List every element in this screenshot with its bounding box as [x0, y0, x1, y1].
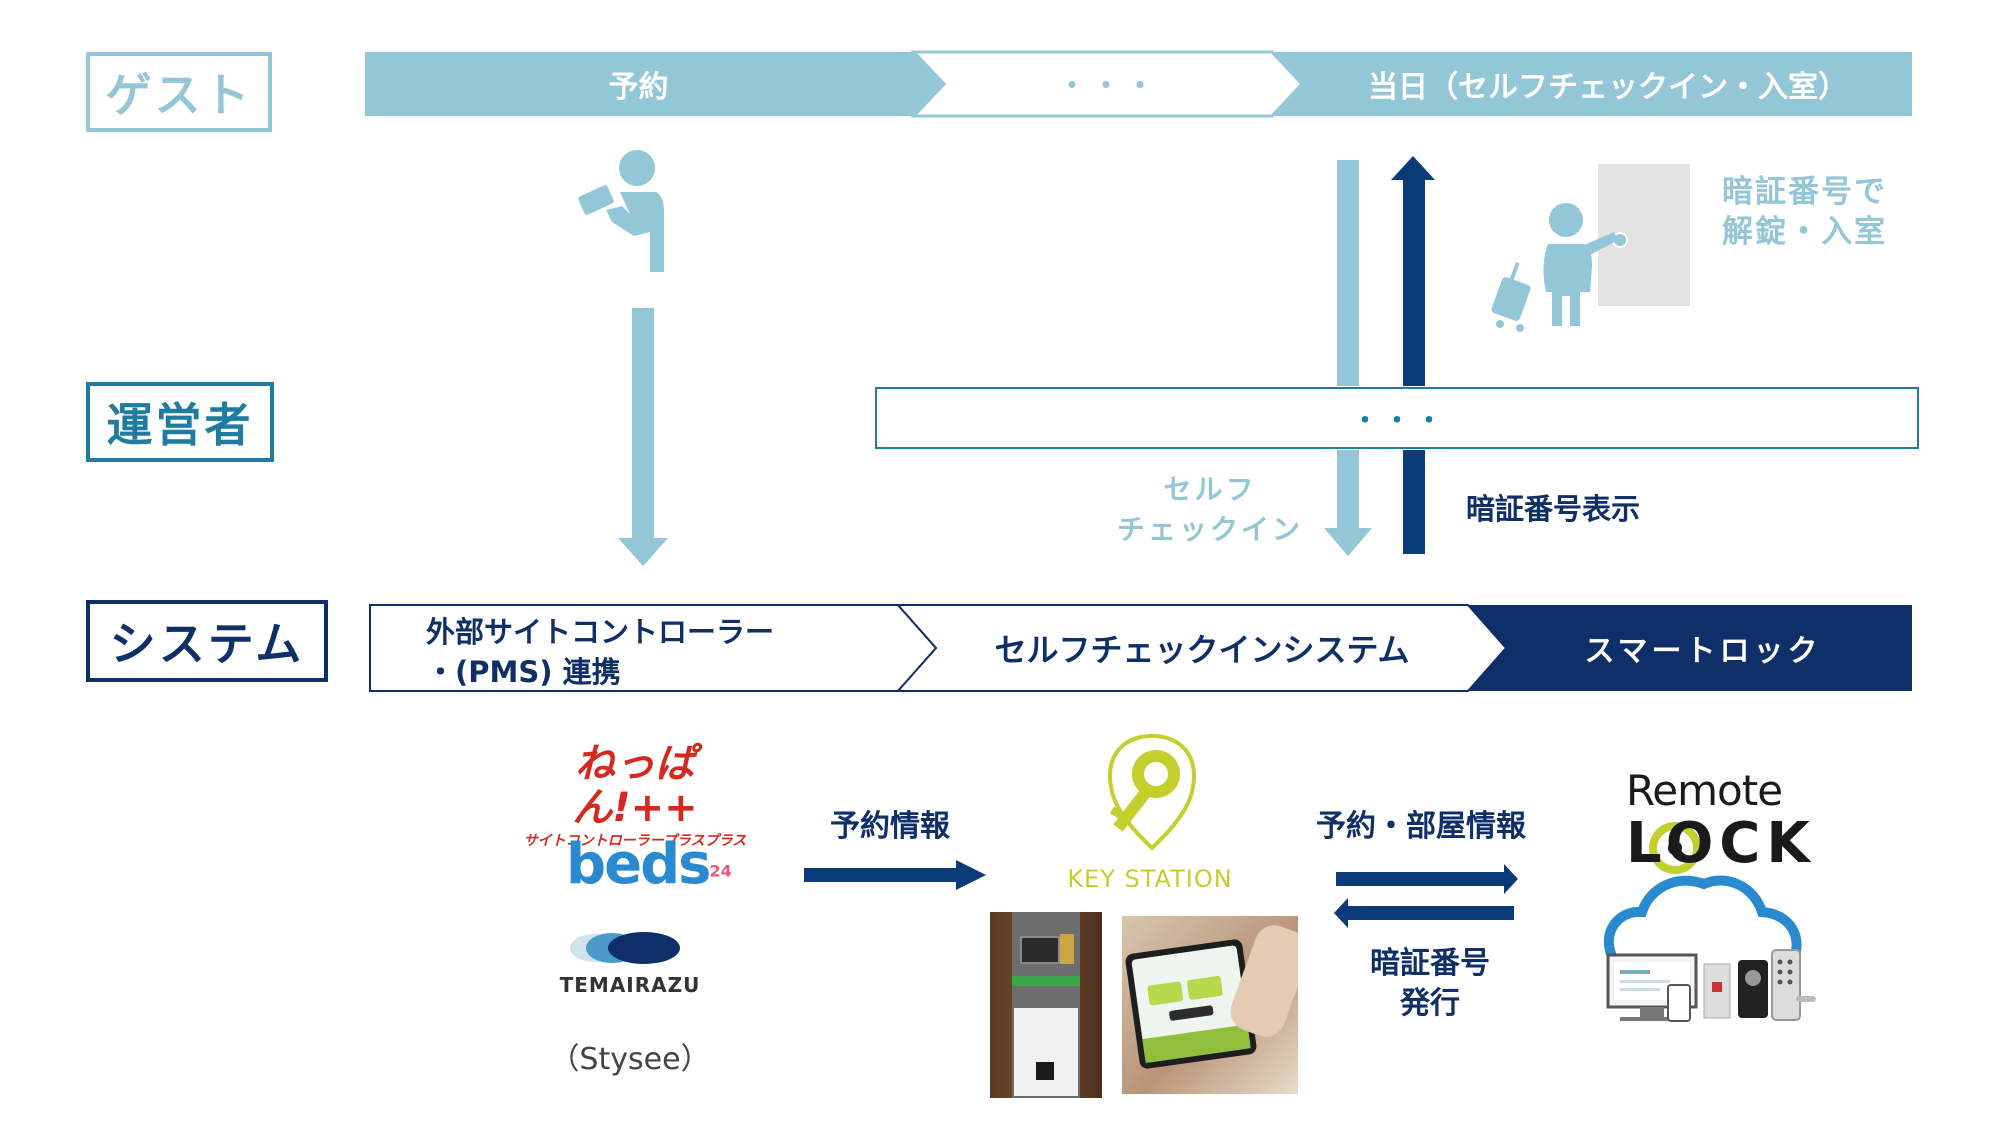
operator-band-label: ・・・: [1351, 405, 1448, 436]
tablet-photo: [1122, 916, 1298, 1094]
system-flow-step1-line2: ・(PMS) 連携: [426, 655, 621, 689]
passcode-issue-line1: 暗証番号: [1370, 946, 1490, 981]
temairazu-logo-icon: [570, 932, 680, 964]
beds24-logo-sup: 24: [709, 861, 732, 881]
guest-flow-step2-label: ・・・: [1057, 69, 1160, 102]
kiosk-photo: [990, 912, 1102, 1098]
guest-caption: 暗証番号で 解錠・入室: [1722, 172, 1887, 252]
guest-flow-step1-label: 予約: [608, 70, 669, 105]
person-with-luggage-icon: [1491, 203, 1618, 332]
role-system: システム: [86, 600, 328, 682]
operator-band-shape: [875, 387, 1919, 449]
guest-flow-step2-shape: [910, 50, 1305, 118]
reservation-info-arrow: [804, 860, 986, 890]
system-flow-step1-line1: 外部サイトコントローラー: [426, 615, 775, 649]
remotelock-o-icon: [1649, 822, 1701, 874]
guest-flow-step3-label: 当日（セルフチェックイン・入室）: [1368, 70, 1848, 105]
self-checkin-label-line1: セルフ: [1163, 473, 1257, 506]
reservation-room-info-label: 予約・部屋情報: [1316, 809, 1526, 844]
beds24-logo-main: beds: [566, 832, 711, 897]
remotelock-logo-lock: LOCK: [1626, 811, 1816, 876]
system-flow-step3-shape: [1468, 605, 1912, 691]
system-flow-step1-label: 外部サイトコントローラー ・(PMS) 連携: [426, 612, 774, 692]
reservation-info-label: 予約情報: [830, 809, 950, 844]
temairazu-logo-label: TEMAIRAZU: [559, 973, 701, 997]
passcode-display-label: 暗証番号表示: [1466, 492, 1641, 526]
guest-caption-line2: 解錠・入室: [1722, 214, 1887, 250]
neppan-logo-main: ねっぱん!++: [572, 741, 698, 831]
guest-caption-line1: 暗証番号で: [1722, 174, 1887, 210]
beds24-logo: beds24: [566, 832, 732, 897]
reservation-down-arrow: [618, 308, 668, 566]
guest-flow-step3-shape: [1274, 52, 1912, 116]
self-checkin-label: セルフ チェックイン: [1090, 470, 1330, 550]
keystation-logo-icon: [1107, 733, 1197, 851]
remotelock-logo: Remote LOCK: [1626, 766, 1816, 876]
person-reading-icon: [578, 150, 664, 272]
system-flow-step2-label: セルフチェックインシステム: [994, 631, 1410, 669]
neppan-logo: ねっぱん!++ サイトコントローラープラスプラス: [520, 742, 750, 850]
stysee-label: （Stysee）: [549, 1042, 711, 1077]
self-checkin-label-line2: チェックイン: [1116, 513, 1303, 546]
send-to-lock-arrow: [1336, 864, 1518, 894]
self-checkin-down-arrow: [1324, 160, 1372, 556]
keystation-label: KEY STATION: [1067, 865, 1233, 893]
role-operator: 運営者: [86, 382, 274, 462]
remotelock-logo-remote: Remote: [1626, 766, 1783, 815]
passcode-up-arrow: [1391, 156, 1435, 554]
guest-flow-step1-shape: [365, 52, 942, 116]
cloud-devices-icon: [1603, 875, 1816, 1022]
role-guest: ゲスト: [86, 52, 272, 132]
system-flow-step3-label: スマートロック: [1584, 634, 1822, 669]
neppan-logo-sub: サイトコントローラープラスプラス: [523, 833, 747, 849]
passcode-return-arrow: [1334, 898, 1514, 928]
passcode-issue-label: 暗証番号 発行: [1340, 944, 1520, 1024]
passcode-issue-line2: 発行: [1400, 986, 1460, 1021]
